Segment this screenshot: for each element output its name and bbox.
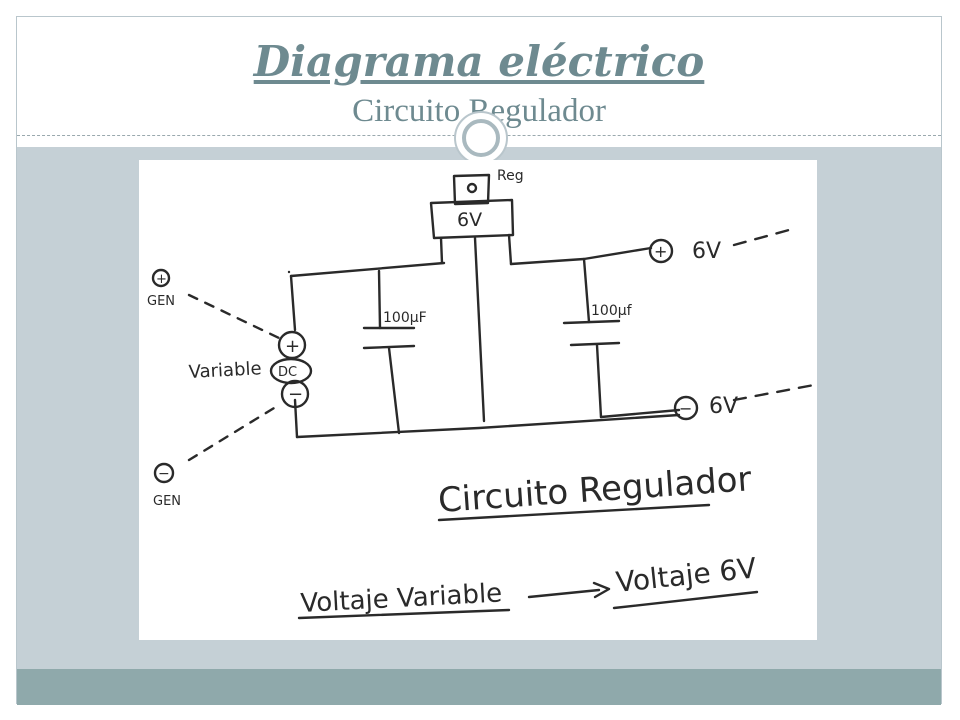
capacitor-left-label: 100μF [383,310,427,326]
out-minus-label: 6V [709,394,738,419]
wire-top-right [509,246,653,266]
variable-underline [297,608,511,620]
source-plus-label: + [285,336,300,357]
dashed-gen-plus [187,293,281,340]
out-minus-sign: − [679,399,692,418]
regulator-hole-icon [466,182,478,194]
dashed-gen-minus [187,403,281,462]
dashed-out-plus [732,228,791,247]
capacitor-left-top-wire [377,269,382,330]
decorative-circle-inner [462,119,500,157]
capacitor-right-plate-top [562,319,621,325]
capacitor-right-bottom-wire [595,343,603,419]
slide-title: Diagrama eléctrico [253,37,705,86]
conversion-arrowhead [592,581,611,599]
conversion-arrow [527,588,601,599]
regulator-body [429,198,515,240]
source-minus-icon [280,379,310,409]
gen-minus-sign: − [158,466,170,482]
regulator-voltage-label: 6V [457,209,482,231]
title-area: Diagrama eléctrico Circuito Regulador [17,17,941,135]
wire-bottom-right [599,408,681,419]
wire-top-left [287,261,446,278]
output-minus-icon [673,395,699,421]
dashed-out-minus [732,383,816,402]
regulator-tab [452,173,491,206]
gen-plus-icon [151,268,171,288]
capacitor-left-bottom-wire [387,346,401,435]
circuit-diagram-image: Reg 6V 100μF 100μf + DC − Variable + GEN… [139,160,817,640]
caption-underline [437,503,711,522]
conversion-to: Voltaje 6V [614,551,758,599]
regulator-leg-middle [473,236,486,423]
source-minus-label: − [288,384,303,405]
regulator-label: Reg [497,168,524,184]
gen-plus-sign: + [156,272,167,287]
out-plus-sign: + [654,242,667,261]
source-variable-label: Variable [188,358,262,383]
regulator-leg-left [439,236,444,265]
wire-left-bottom-vertical [293,398,299,439]
capacitor-right-top-wire [582,257,591,324]
six-v-underline [612,590,759,610]
source-dc-label: DC [278,365,297,380]
circuit-diagram-svg: Reg 6V 100μF 100μf + DC − Variable + GEN… [147,168,816,620]
conversion-from: Voltaje Variable [300,578,503,619]
gen-plus-label: GEN [147,294,175,309]
wire-bottom [295,413,681,439]
gen-minus-icon [153,462,175,484]
footer-bar [17,669,941,705]
capacitor-right-label: 100μf [591,303,633,319]
capacitor-right-plate-bottom [569,341,621,347]
output-plus-icon [648,238,674,264]
gen-minus-label: GEN [153,494,181,509]
wire-left-vertical [289,274,297,332]
out-plus-label: 6V [692,239,721,264]
decorative-circle-icon [454,111,508,165]
source-dc-icon [269,357,313,385]
regulator-leg-right [507,233,513,266]
